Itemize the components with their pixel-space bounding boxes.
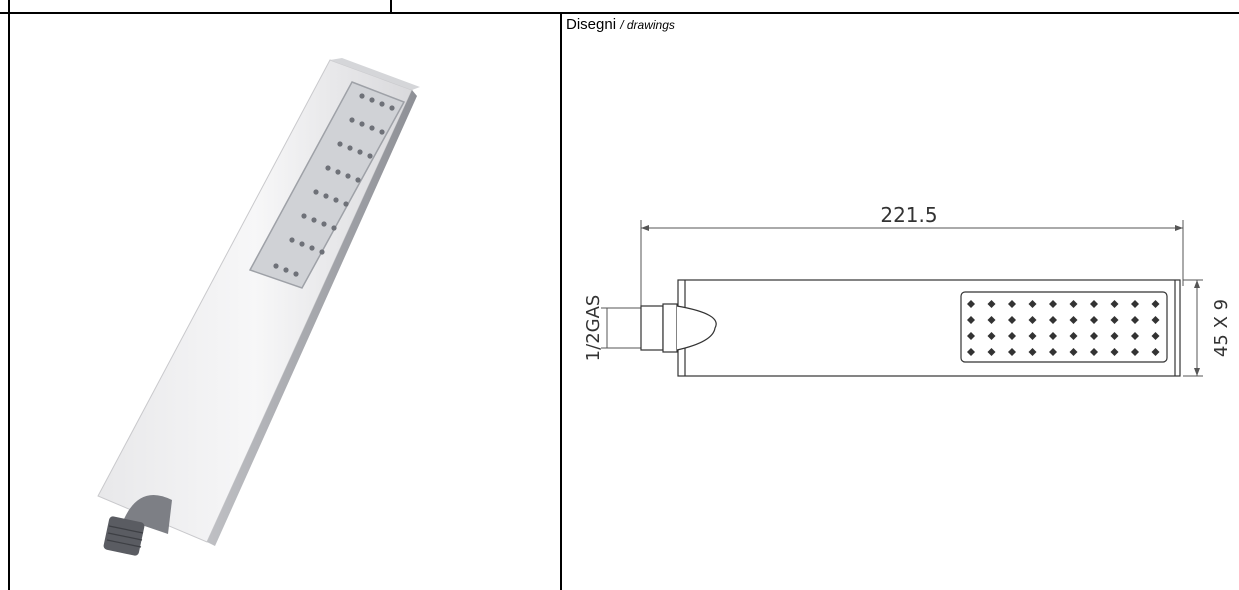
nozzle-mark bbox=[1090, 316, 1098, 324]
thread-stub bbox=[640, 305, 664, 351]
nozzle-mark bbox=[1008, 316, 1016, 324]
nozzle-mark bbox=[1090, 300, 1098, 308]
top-row-bottom-border bbox=[0, 12, 1239, 14]
drawings-title: Disegni bbox=[566, 16, 617, 33]
section-dimension-label: 45 X 9 bbox=[1211, 299, 1232, 357]
nozzle-mark bbox=[1049, 348, 1057, 356]
spray-nozzle-grid bbox=[967, 300, 1160, 356]
nozzle-mark bbox=[1008, 332, 1016, 340]
nozzle-mark bbox=[1069, 316, 1078, 324]
nozzle-mark bbox=[1049, 300, 1057, 308]
nozzle-mark bbox=[1151, 332, 1160, 340]
nozzle-mark bbox=[1069, 332, 1078, 340]
nozzle-mark bbox=[1049, 332, 1057, 340]
nozzle-mark bbox=[967, 316, 975, 324]
technical-drawing: 221.5 1/2GAS 45 X 9 bbox=[583, 203, 1232, 377]
nozzle-mark bbox=[1151, 300, 1160, 308]
length-dimension-label: 221.5 bbox=[880, 203, 937, 227]
drawings-panel: Disegni / drawings bbox=[563, 14, 1239, 590]
nozzle-mark bbox=[1028, 316, 1037, 324]
nozzle-mark bbox=[1090, 332, 1098, 340]
nozzle-mark bbox=[987, 348, 996, 356]
nozzle-mark bbox=[1028, 332, 1037, 340]
nozzle-mark bbox=[987, 332, 996, 340]
hand-shower-photo bbox=[97, 58, 420, 556]
column-divider bbox=[560, 14, 562, 590]
nozzle-mark bbox=[1151, 348, 1160, 356]
nozzle-mark bbox=[987, 300, 996, 308]
drawings-heading: Disegni / drawings bbox=[566, 16, 675, 33]
spray-panel bbox=[960, 291, 1168, 363]
nozzle-mark bbox=[987, 316, 996, 324]
nozzle-mark bbox=[1069, 300, 1078, 308]
nozzle-mark bbox=[1028, 300, 1037, 308]
top-row-divider bbox=[390, 0, 392, 13]
nozzle-mark bbox=[1008, 348, 1016, 356]
nozzle-mark bbox=[967, 332, 975, 340]
left-border bbox=[8, 0, 10, 590]
nozzle-mark bbox=[967, 348, 975, 356]
nozzle-mark bbox=[1131, 316, 1139, 324]
thread-dimension-label: 1/2GAS bbox=[583, 295, 604, 362]
nozzle-mark bbox=[1110, 332, 1119, 340]
drawings-subtitle: / drawings bbox=[620, 18, 675, 32]
nozzle-mark bbox=[1151, 316, 1160, 324]
nozzle-mark bbox=[1110, 316, 1119, 324]
nozzle-mark bbox=[1049, 316, 1057, 324]
nozzle-mark bbox=[1131, 332, 1139, 340]
nozzle-mark bbox=[1008, 300, 1016, 308]
nozzle-mark bbox=[1028, 348, 1037, 356]
nozzle-mark bbox=[1110, 348, 1119, 356]
product-photo-panel bbox=[12, 14, 560, 590]
nozzle-mark bbox=[1110, 300, 1119, 308]
nozzle-mark bbox=[1090, 348, 1098, 356]
nozzle-mark bbox=[967, 300, 975, 308]
nozzle-mark bbox=[1069, 348, 1078, 356]
nozzle-mark bbox=[1131, 348, 1139, 356]
nozzle-mark bbox=[1131, 300, 1139, 308]
